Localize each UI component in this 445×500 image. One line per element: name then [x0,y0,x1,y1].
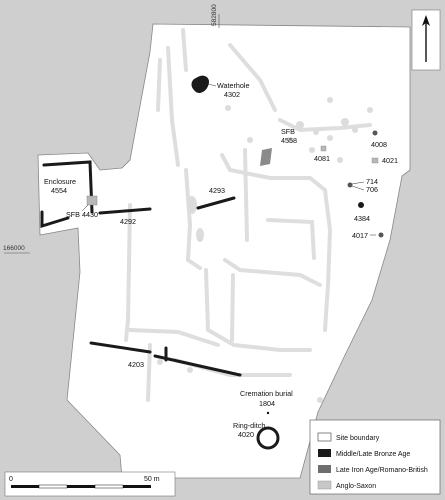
legend-label-1: Middle/Late Bronze Age [336,451,410,458]
pale-ditches [124,28,372,402]
cremation-name: Cremation burial [240,389,293,398]
legend-label-2: Late Iron Age/Romano-British [336,467,428,474]
ditch-4293 [196,196,236,210]
grid-label-582800: 582800 [211,4,218,26]
pit-4384-label: 4384 [354,214,370,223]
north-arrow-icon [411,9,441,71]
pit-4021 [371,157,379,164]
legend: Site boundary Middle/Late Bronze Age Lat… [309,419,441,495]
grid-easting: 166000 [3,245,30,254]
pit-4017 [378,232,384,238]
enclosure-id: 4554 [51,186,67,195]
legend-label-3: Anglo-Saxon [336,483,376,490]
sfb-4558 [260,148,272,166]
ringditch-name: Ring-ditch [233,421,265,430]
scale-end: 50 m [144,476,160,483]
legend-label-0: Site boundary [336,435,380,442]
waterhole-id: 4302 [224,90,240,99]
grid-label-166000: 166000 [3,245,25,252]
waterhole-name: Waterhole [217,81,250,90]
legend-swatch-bronze-age [318,449,331,457]
grid-northing: 582800 [211,4,220,28]
enclosure-4554 [40,160,94,229]
ditch-4293-label: 4293 [209,186,225,195]
pit-4008 [372,130,378,136]
sfb-4430-label: SFB 4430 [66,210,98,219]
site-boundary [37,23,411,479]
pit-4008-label: 4008 [371,140,387,149]
cremation-burial-1804 [266,411,270,415]
pit-4081-label: 4081 [314,154,330,163]
pit-706-label: 706 [366,185,378,194]
legend-swatch-iron-age [318,465,331,473]
ditch-4292 [98,207,152,215]
ditch-4203 [89,341,242,377]
sfb-4558-name: SFB [281,127,295,136]
pit-4384 [358,202,364,208]
scale-bar: 0 50 m [4,471,176,497]
ringditch-id: 4020 [238,430,254,439]
pit-4017-label: 4017 [352,231,368,240]
sfb-4558-id: 4558 [281,136,297,145]
ring-ditch-4020 [256,426,280,450]
pit-4021-label: 4021 [382,156,398,165]
pit-4081 [320,145,327,152]
pit-714-706 [347,182,353,188]
legend-swatch-site-boundary [317,432,332,442]
waterhole-4302 [191,75,210,93]
legend-swatch-anglo-saxon [317,480,332,490]
sfb-4430 [86,195,98,206]
pit-714-label: 714 [366,177,378,186]
cremation-id: 1804 [259,399,275,408]
pale-pits [157,97,373,403]
scale-start: 0 [9,476,13,483]
ditch-4292-label: 4292 [120,217,136,226]
ditch-4203-label: 4203 [128,360,144,369]
enclosure-name: Enclosure [44,177,76,186]
